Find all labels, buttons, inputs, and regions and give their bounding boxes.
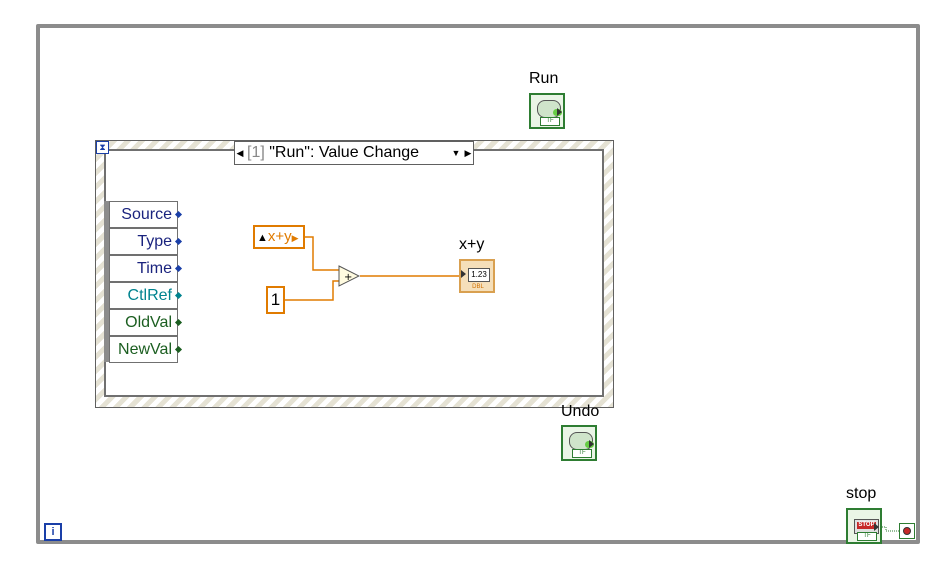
- case-dropdown-icon[interactable]: ▼: [451, 148, 461, 158]
- timeout-hourglass-icon[interactable]: ⧗: [96, 141, 109, 154]
- event-data-node-handle[interactable]: [104, 201, 109, 362]
- run-label: Run: [529, 70, 559, 87]
- stop-boolean-terminal[interactable]: STOP TF: [846, 508, 882, 544]
- prev-case-arrow-icon[interactable]: ◀: [236, 147, 244, 158]
- loop-iteration-terminal[interactable]: i: [44, 523, 62, 541]
- xy-numeric-indicator[interactable]: 1.23 DBL: [459, 259, 495, 293]
- wire-local-to-add: [305, 236, 340, 271]
- undo-label: Undo: [561, 403, 600, 420]
- event-case-label: [1] "Run": Value Change: [245, 144, 449, 162]
- tf-type-tag: TF: [572, 449, 592, 458]
- next-case-arrow-icon[interactable]: ▶: [464, 147, 472, 158]
- event-case-selector[interactable]: ◀ [1] "Run": Value Change ▼ ▶: [234, 141, 474, 165]
- output-terminal-icon: [557, 108, 562, 116]
- local-variable-icon: ▲: [257, 232, 268, 244]
- tf-type-tag: TF: [857, 532, 877, 541]
- local-variable-xy[interactable]: ▲x+y▶: [253, 225, 305, 249]
- wire-const-to-add: [285, 280, 340, 301]
- output-terminal-icon: [589, 440, 594, 448]
- tf-type-tag: TF: [540, 117, 560, 126]
- add-function-icon[interactable]: +: [338, 265, 360, 287]
- add-symbol: +: [344, 272, 352, 283]
- dbl-type-tag: DBL: [472, 284, 484, 290]
- event-data-newval[interactable]: NewVal: [109, 336, 178, 363]
- output-terminal-icon: [874, 523, 879, 531]
- indicator-display: 1.23: [468, 268, 490, 282]
- while-loop-frame[interactable]: [36, 24, 920, 544]
- undo-boolean-terminal[interactable]: TF: [561, 425, 597, 461]
- case-index: [1]: [247, 144, 265, 161]
- input-terminal-icon: [461, 270, 466, 278]
- event-data-ctlref[interactable]: CtlRef: [109, 282, 178, 309]
- numeric-constant[interactable]: 1: [266, 286, 285, 314]
- wire-stop-to-cond: [882, 526, 899, 532]
- indicator-label: x+y: [459, 236, 485, 253]
- case-name: "Run": Value Change: [269, 144, 420, 161]
- stop-if-true-icon: [903, 527, 911, 535]
- loop-condition-terminal[interactable]: [899, 523, 915, 539]
- event-structure-diagram[interactable]: [104, 149, 604, 397]
- stop-label: stop: [846, 485, 877, 502]
- event-data-time[interactable]: Time: [109, 255, 178, 282]
- run-boolean-terminal[interactable]: TF: [529, 93, 565, 129]
